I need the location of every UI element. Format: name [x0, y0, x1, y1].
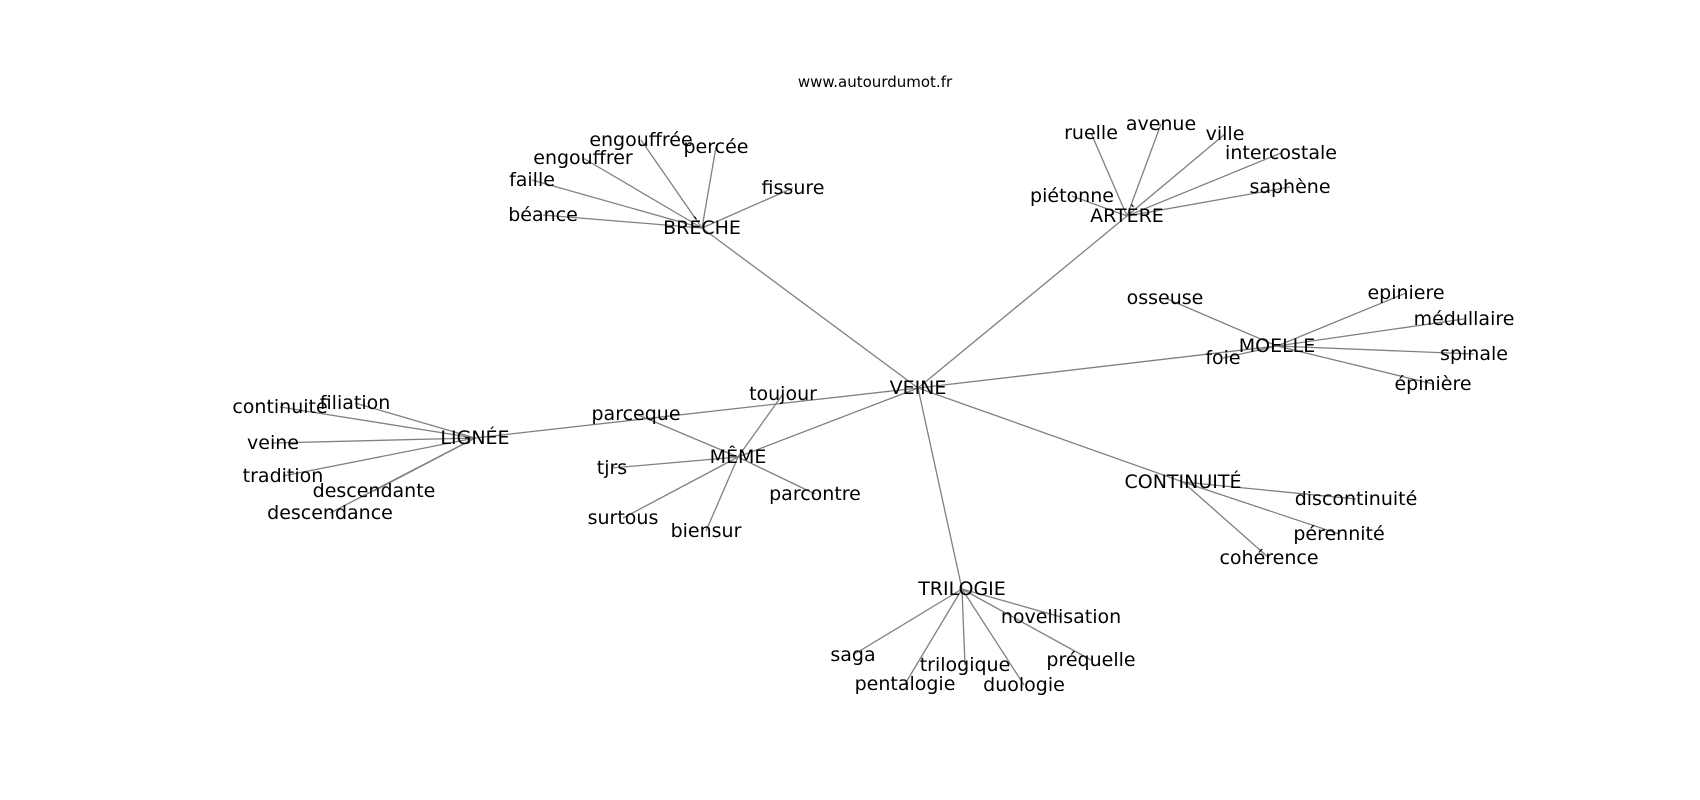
node-tradition: tradition — [243, 465, 324, 487]
node-artere: ARTÈRE — [1090, 204, 1164, 227]
edge-breche-engouffrer — [582, 157, 703, 229]
edge-moelle-epiniere1 — [1276, 292, 1407, 347]
node-parcontre: parcontre — [769, 483, 861, 505]
node-coherence: cohérence — [1219, 547, 1318, 569]
edge-veine-lignee — [474, 387, 919, 439]
node-continuite-h: CONTINUITÉ — [1125, 470, 1242, 493]
node-trilogie: TRILOGIE — [917, 578, 1006, 600]
node-descendante: descendante — [313, 480, 436, 502]
node-breche: BRÈCHE — [663, 216, 741, 239]
node-saga: saga — [830, 644, 875, 666]
node-faille: faille — [509, 169, 555, 191]
edge-meme-toujour — [737, 393, 784, 458]
edge-trilogie-novellisation — [961, 588, 1062, 618]
node-percee: percée — [684, 136, 749, 158]
node-descendance: descendance — [267, 502, 393, 524]
node-spinale: spinale — [1440, 343, 1508, 365]
graph-edges — [272, 123, 1475, 686]
node-biensur: biensur — [671, 520, 742, 542]
edge-continuite-h-perennite — [1182, 481, 1340, 535]
node-engouffrer: engouffrer — [533, 147, 633, 169]
edge-moelle-spinale — [1276, 345, 1475, 355]
node-saphene: saphène — [1249, 176, 1330, 198]
edge-breche-beance — [542, 214, 703, 229]
node-beance: béance — [508, 204, 578, 226]
edge-veine-moelle — [917, 345, 1278, 389]
edge-veine-artere — [917, 215, 1128, 389]
edge-artere-avenue — [1126, 123, 1162, 217]
node-lignee: LIGNÉE — [440, 426, 509, 449]
node-intercostale: intercostale — [1225, 142, 1337, 164]
edge-trilogie-saga — [852, 588, 963, 656]
edge-artere-ville — [1126, 133, 1226, 217]
edge-artere-saphene — [1126, 186, 1291, 217]
node-pietonne: piétonne — [1030, 185, 1114, 207]
node-trilogique: trilogique — [920, 654, 1011, 676]
node-duologie: duologie — [983, 674, 1065, 696]
edge-lignee-tradition — [282, 437, 476, 477]
edge-trilogie-pentalogie — [904, 588, 963, 685]
edge-veine-breche — [701, 227, 919, 389]
node-moelle: MOELLE — [1239, 335, 1316, 357]
edge-breche-fissure — [701, 187, 794, 229]
site-url: www.autourdumot.fr — [798, 73, 953, 91]
node-epiniere2: épinière — [1394, 373, 1471, 395]
edge-trilogie-prequelle — [961, 588, 1092, 661]
node-osseuse: osseuse — [1127, 287, 1204, 309]
node-tjrs: tjrs — [597, 457, 627, 479]
edge-artere-pietonne — [1071, 195, 1128, 217]
edge-lignee-veine-l — [272, 437, 476, 444]
node-epiniere1: epiniere — [1367, 282, 1444, 304]
edge-lignee-descendance — [329, 437, 476, 514]
node-continuite-l: continuité — [232, 396, 327, 418]
edge-lignee-continuite-l — [279, 406, 476, 439]
edge-artere-intercostale — [1126, 152, 1282, 217]
node-ruelle: ruelle — [1064, 122, 1118, 144]
edge-moelle-osseuse — [1164, 297, 1278, 347]
node-perennite: pérennité — [1293, 523, 1384, 545]
node-ville: ville — [1206, 123, 1245, 145]
edge-moelle-foie — [1222, 345, 1278, 359]
node-prequelle: préquelle — [1046, 649, 1135, 671]
node-novellisation: novellisation — [1001, 606, 1121, 628]
node-fissure: fissure — [762, 177, 825, 199]
edge-moelle-epiniere2 — [1276, 345, 1434, 385]
node-engouffree: engouffrée — [589, 129, 692, 151]
node-medullaire: médullaire — [1414, 308, 1515, 330]
edge-breche-percee — [701, 146, 717, 229]
edge-meme-surtous — [622, 456, 739, 519]
node-avenue: avenue — [1126, 113, 1196, 135]
edge-veine-meme — [737, 387, 919, 458]
node-pentalogie: pentalogie — [855, 673, 956, 695]
edge-breche-faille — [531, 179, 703, 229]
edge-veine-trilogie — [917, 387, 963, 590]
edge-continuite-h-discontinuite — [1182, 481, 1357, 500]
edge-lignee-filiation — [354, 402, 476, 439]
edge-meme-parcontre — [737, 456, 816, 495]
node-parceque: parceque — [591, 403, 680, 425]
node-veine-l: veine — [247, 432, 299, 454]
edge-trilogie-trilogique — [961, 588, 966, 666]
node-foie: foie — [1205, 347, 1240, 369]
node-veine: VEINE — [890, 377, 947, 399]
node-meme: MÊME — [710, 445, 767, 468]
edge-trilogie-duologie — [961, 588, 1025, 686]
edge-meme-tjrs — [611, 456, 739, 469]
edge-meme-parceque — [635, 413, 739, 458]
graph-labels: VEINE BRÈCHE ARTÈRE MOELLE CONTINUITÉ TRILOGI… — [232, 113, 1514, 696]
edge-veine-continuite-h — [917, 387, 1184, 483]
edge-breche-engouffree — [640, 139, 703, 229]
edge-meme-biensur — [705, 456, 739, 532]
node-toujour: toujour — [749, 383, 817, 405]
edge-moelle-medullaire — [1276, 318, 1465, 347]
node-filiation: filiation — [320, 392, 391, 414]
edge-artere-ruelle — [1090, 132, 1128, 217]
edge-continuite-h-coherence — [1182, 481, 1270, 559]
node-surtous: surtous — [588, 507, 659, 529]
node-discontinuite: discontinuité — [1295, 488, 1418, 510]
